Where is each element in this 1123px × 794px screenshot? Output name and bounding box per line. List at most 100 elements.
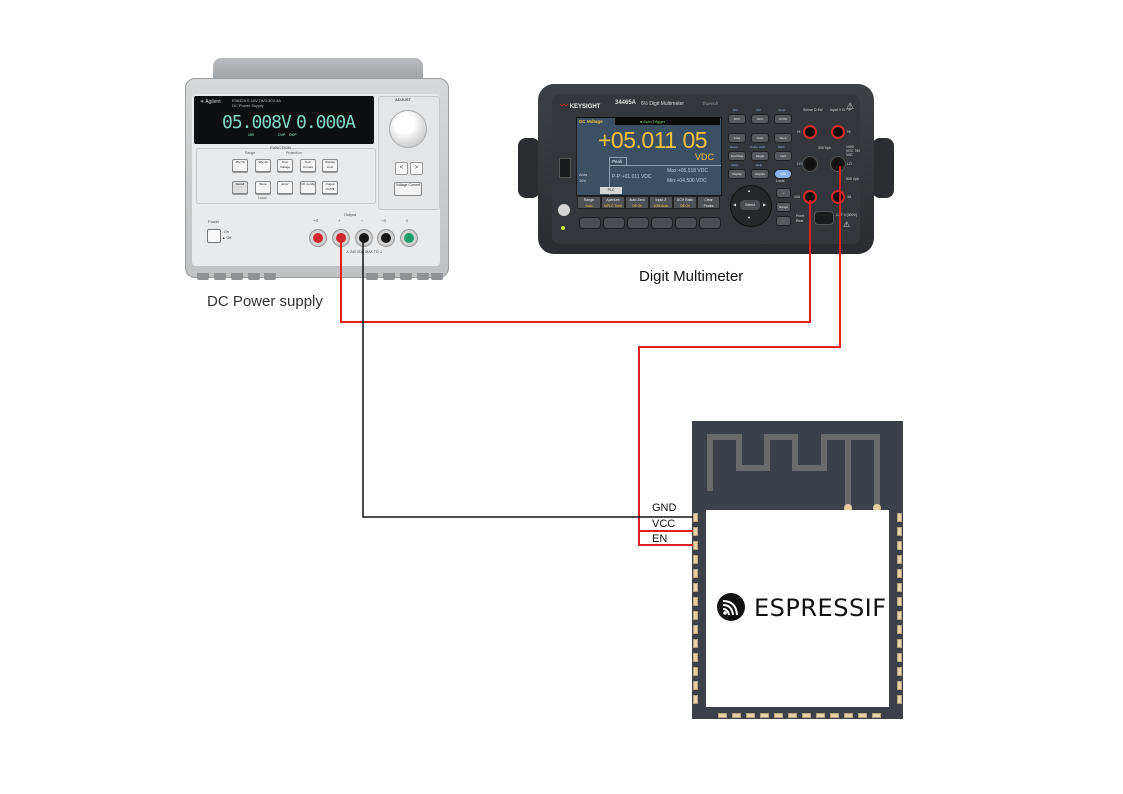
dmm-key-display[interactable]: Display xyxy=(728,169,746,179)
psu-range-15v-button[interactable]: 15V,7A xyxy=(232,159,248,172)
psu-foot xyxy=(197,273,209,280)
dmm-front-rear-switch[interactable] xyxy=(814,211,834,225)
psu-over-voltage-button[interactable]: Over Voltage xyxy=(277,159,293,172)
esp-pad xyxy=(897,541,902,550)
esp-pad xyxy=(693,695,698,704)
psu-terminal-label-ground: ⏚ xyxy=(405,218,409,223)
dmm-key-acv[interactable]: ACV xyxy=(751,114,769,124)
dmm-hi-label: HI xyxy=(847,130,851,134)
dmm-power-led xyxy=(561,226,565,230)
psu-range-label: Range xyxy=(245,151,256,155)
dmm-key-dcv[interactable]: DCV xyxy=(728,114,746,124)
dmm-softkey-2[interactable] xyxy=(603,217,625,229)
arrow-up-icon[interactable]: ▲ xyxy=(747,188,751,193)
dmm-10a-label: 10A xyxy=(794,195,801,199)
dmm-softkey-5[interactable] xyxy=(675,217,697,229)
psu-foot xyxy=(214,273,226,280)
arrow-right-icon[interactable]: ▶ xyxy=(763,202,767,207)
psu-foot xyxy=(231,273,243,280)
dmm-key-shift-label: Utility xyxy=(731,163,739,167)
esp-pad xyxy=(897,625,902,634)
espressif-logo-text: ESPRESSIF xyxy=(754,594,887,622)
dmm-power-button[interactable] xyxy=(558,204,570,216)
esp-pad xyxy=(897,611,902,620)
dmm-terminal-input-hi[interactable] xyxy=(831,125,845,139)
psu-voltage-readout: 05.008V xyxy=(222,112,292,133)
esp-pad xyxy=(788,713,797,718)
arrow-down-icon[interactable]: ▼ xyxy=(747,215,751,220)
dmm-local-label: Local xyxy=(776,179,785,183)
psu-output-onoff-button[interactable]: Output On/Off xyxy=(322,181,338,194)
dmm-right-handle xyxy=(872,138,894,198)
dmm-min: Min:+04.506 VDC xyxy=(667,178,707,184)
psu-left-button[interactable]: < xyxy=(395,162,408,175)
dmm-lo-label: LO xyxy=(847,162,852,166)
dmm-key-single[interactable]: Single xyxy=(751,151,769,161)
psu-io-config-button[interactable]: I/O Config xyxy=(300,181,316,194)
dmm-model: 34465A xyxy=(615,100,637,106)
psu-error-button[interactable]: Error xyxy=(277,181,293,194)
psu-display-limit-button[interactable]: Display Limit xyxy=(322,159,338,172)
psu-recall-button[interactable]: Recall xyxy=(232,181,248,194)
dmm-key-shift-label: ACI xyxy=(756,108,762,112)
dmm-terminal-input-lo[interactable] xyxy=(831,157,845,171)
esp-pad xyxy=(693,555,698,564)
esp-pad xyxy=(693,625,698,634)
dmm-key-null[interactable]: Null xyxy=(774,151,792,161)
psu-indicator-15v: 15V xyxy=(248,133,255,137)
psu-power-label: Power xyxy=(208,219,220,224)
psu-power-states: - On▲ Off xyxy=(222,230,232,240)
dmm-key-plus[interactable]: + xyxy=(776,188,791,198)
dmm-brand: 〰 KEYSIGHT xyxy=(560,101,601,110)
dmm-rating-500vpk: 500 Vpk xyxy=(846,177,859,181)
dmm-main-reading: +05.011 05 xyxy=(598,127,708,153)
arrow-left-icon[interactable]: ◀ xyxy=(733,202,737,207)
wire-psu-minus-to-esp-gnd xyxy=(362,240,693,518)
dmm-softkey-1[interactable] xyxy=(579,217,601,229)
psu-adjust-knob[interactable] xyxy=(389,110,427,148)
wire-psu-plus-to-dmm-10a xyxy=(340,200,811,323)
dmm-softkey-6[interactable] xyxy=(699,217,721,229)
dmm-hi-label: HI xyxy=(797,130,801,134)
dmm-key-freq[interactable]: Freq xyxy=(728,133,746,143)
dmm-left-handle xyxy=(518,138,540,198)
dmm-key-acquire[interactable]: Acquire xyxy=(751,169,769,179)
psu-power-button[interactable] xyxy=(207,229,221,243)
psu-indicator-ocp: OCP xyxy=(289,133,297,137)
esp-pad xyxy=(897,667,902,676)
dmm-key-range[interactable]: Range xyxy=(776,202,791,212)
psu-voltage-current-button[interactable]: Voltage Current xyxy=(394,182,422,196)
dmm-key-ohm[interactable]: Ω 2W xyxy=(774,114,792,124)
dmm-max: Max:+05.518 VDC xyxy=(667,168,708,174)
dmm-terminal-sense-hi[interactable] xyxy=(803,125,817,139)
dmm-rating-1000vdc: 1000 VDC 750 VAC xyxy=(846,145,861,157)
keysight-wave-icon: 〰 xyxy=(560,101,568,110)
psu-over-current-button[interactable]: Over Current xyxy=(300,159,316,172)
dmm-softkey-3[interactable] xyxy=(627,217,649,229)
dmm-sense-label: Sense Ω 4W xyxy=(803,108,823,112)
psu-terminal-plus-sense[interactable] xyxy=(309,229,327,247)
dmm-key-cont[interactable]: Cont xyxy=(751,133,769,143)
psu-terminal-ground[interactable] xyxy=(400,229,418,247)
esp-pad xyxy=(830,713,839,718)
dmm-key-minus[interactable]: − xyxy=(776,216,791,226)
psu-right-button[interactable]: > xyxy=(410,162,423,175)
psu-store-button[interactable]: Store xyxy=(255,181,271,194)
dmm-terminal-3a[interactable] xyxy=(831,190,845,204)
psu-terminal-minus-output[interactable] xyxy=(355,229,373,247)
dmm-terminal-sense-lo[interactable] xyxy=(803,157,817,171)
dmm-key-shift[interactable]: Shift xyxy=(774,169,792,179)
dmm-screen-header xyxy=(576,117,720,125)
dmm-key-temp[interactable]: Temp xyxy=(774,133,792,143)
dmm-key-runstop[interactable]: Run/Stop xyxy=(728,151,746,161)
dmm-select-button[interactable]: Select xyxy=(740,200,760,210)
psu-terminal-minus-sense[interactable] xyxy=(377,229,395,247)
psu-range-30v-button[interactable]: 30V,4A xyxy=(255,159,271,172)
psu-warning-label: ⚠ 240 VDC MAX TO ⊥ xyxy=(346,250,383,254)
dmm-softkey-4[interactable] xyxy=(651,217,673,229)
